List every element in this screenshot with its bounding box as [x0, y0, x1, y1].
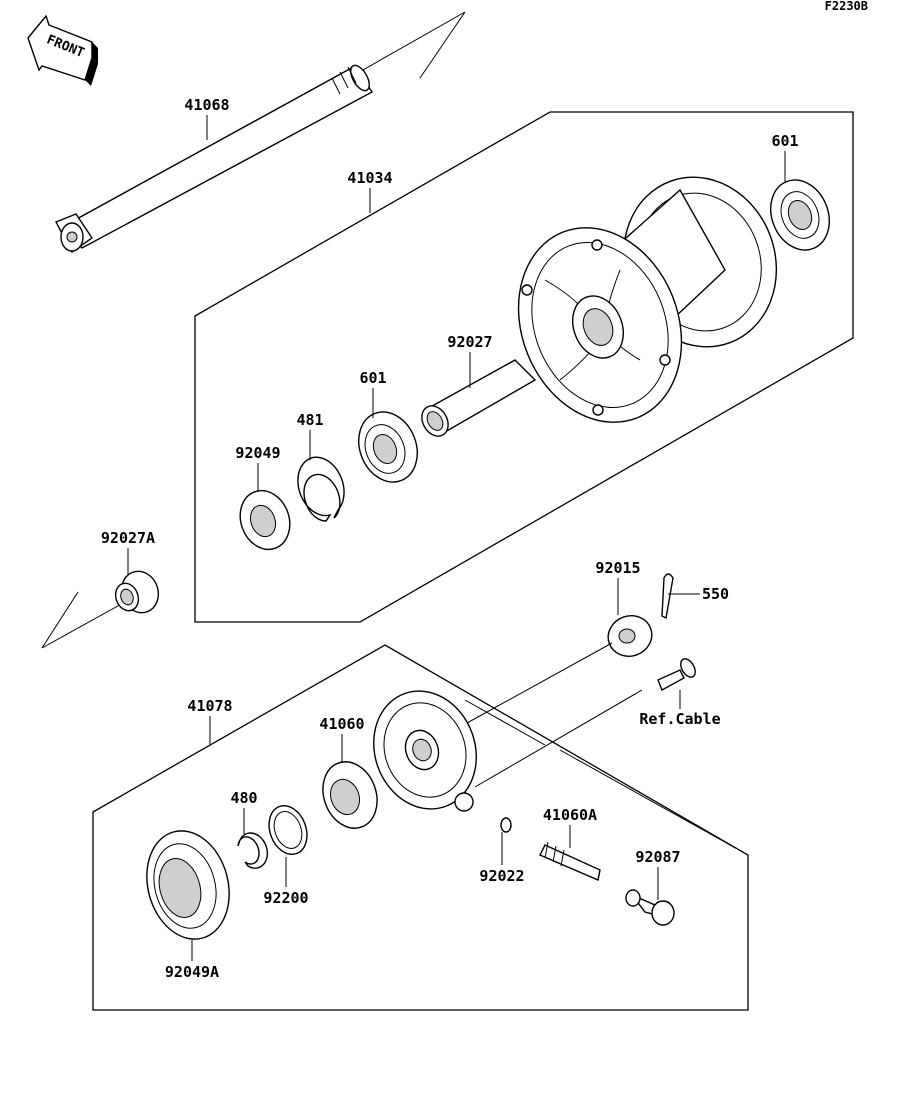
svg-text:Ref.Cable: Ref.Cable [639, 710, 720, 728]
brake-seal-part [146, 830, 230, 940]
svg-text:41060A: 41060A [543, 806, 597, 824]
meter-pinion-part [539, 841, 601, 881]
label-92087: 92087 [635, 848, 681, 900]
label-41060: 41060 [319, 715, 365, 763]
svg-text:92015: 92015 [595, 559, 640, 577]
meter-gear-part [322, 761, 378, 829]
label-92022: 92022 [479, 832, 525, 885]
svg-text:550: 550 [702, 585, 729, 603]
circlip-part [297, 456, 345, 522]
bearing-left-part [358, 411, 418, 483]
cable-bolt-part [657, 658, 696, 691]
svg-text:92049: 92049 [235, 444, 280, 462]
svg-text:92027A: 92027A [101, 529, 155, 547]
label-41060A: 41060A [543, 806, 597, 848]
svg-text:601: 601 [359, 369, 386, 387]
svg-text:41060: 41060 [319, 715, 364, 733]
label-480: 480 [230, 789, 258, 834]
cotter-pin-part [661, 573, 674, 620]
label-41034: 41034 [347, 169, 393, 213]
wheel-hub-part [517, 176, 778, 423]
diagram-code: F2230B [825, 0, 868, 13]
label-601-right: 601 [771, 132, 799, 182]
svg-text:41068: 41068 [184, 96, 229, 114]
svg-text:480: 480 [230, 789, 257, 807]
axle-nut-part [607, 615, 653, 657]
svg-text:92087: 92087 [635, 848, 680, 866]
label-92027: 92027 [447, 333, 493, 388]
meter-washer-part [500, 817, 512, 833]
label-ref-cable: Ref.Cable [639, 690, 721, 728]
oil-seal-part [239, 489, 291, 551]
label-41068: 41068 [184, 96, 230, 140]
front-arrow-icon: FRONT [27, 14, 98, 86]
label-92200: 92200 [263, 857, 309, 907]
label-481: 481 [296, 411, 324, 460]
label-41078: 41078 [187, 697, 233, 745]
label-92015: 92015 [595, 559, 641, 615]
label-550: 550 [668, 585, 729, 603]
bearing-right-part [770, 179, 830, 251]
spacer-part [421, 359, 537, 437]
axle-part [55, 64, 374, 254]
brake-assembly-frame [92, 644, 749, 1011]
collar-part [114, 570, 160, 614]
brake-panel-part [373, 690, 477, 812]
svg-text:92049A: 92049A [165, 963, 219, 981]
svg-text:92200: 92200 [263, 889, 308, 907]
bushing-part [625, 889, 675, 926]
label-92049A: 92049A [165, 940, 219, 981]
svg-text:601: 601 [771, 132, 798, 150]
label-601-left: 601 [359, 369, 387, 418]
hub-assembly-frame [194, 111, 854, 623]
washer-part [268, 805, 308, 855]
svg-text:92022: 92022 [479, 867, 524, 885]
svg-text:41078: 41078 [187, 697, 232, 715]
svg-text:41034: 41034 [347, 169, 392, 187]
svg-text:92027: 92027 [447, 333, 492, 351]
snap-ring-part [237, 832, 269, 869]
label-92027A: 92027A [101, 529, 155, 576]
label-92049: 92049 [235, 444, 281, 492]
svg-text:481: 481 [296, 411, 323, 429]
